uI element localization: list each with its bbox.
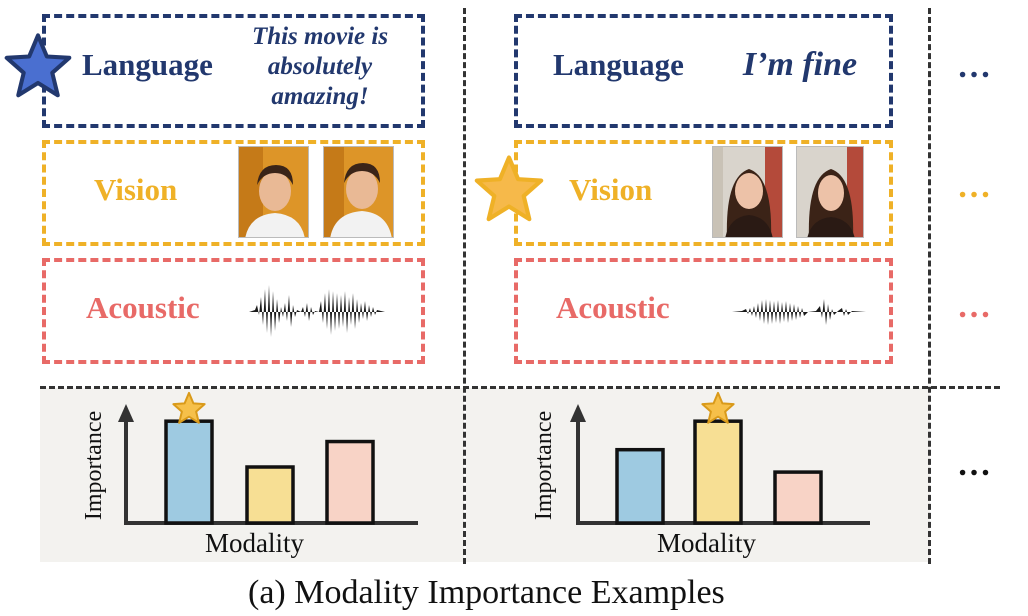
bar-language <box>164 419 214 525</box>
chart-x-axis-label: Modality <box>205 528 304 558</box>
bar-acoustic <box>773 470 823 525</box>
y-axis-arrow-icon <box>570 404 586 422</box>
language-quote: I’m fine <box>742 46 858 83</box>
importance-bar-chart <box>118 391 418 525</box>
panel-separator-vertical <box>463 8 466 564</box>
language-quote: This movie is absolutely amazing! <box>251 23 389 110</box>
ellipsis: … <box>957 168 993 205</box>
star-icon <box>172 391 206 424</box>
figure-caption: (a) Modality Importance Examples <box>248 574 725 611</box>
importance-bar-chart <box>570 391 870 525</box>
face-frame-image <box>796 146 864 238</box>
acoustic-box <box>514 258 893 364</box>
vision-label: Vision <box>569 172 653 207</box>
bar-vision <box>245 465 295 525</box>
language-box <box>514 14 893 128</box>
vision-label: Vision <box>94 172 178 207</box>
face-frame-image <box>238 146 309 238</box>
waveform-icon <box>732 299 866 325</box>
star-icon <box>4 33 72 98</box>
acoustic-box <box>42 258 425 364</box>
chart-y-axis-label: Importance <box>531 410 558 521</box>
bar-language <box>615 447 665 525</box>
vision-box <box>42 140 425 246</box>
acoustic-label: Acoustic <box>556 290 670 325</box>
y-axis-arrow-icon <box>118 404 134 422</box>
bar-vision <box>693 419 743 525</box>
language-label: Language <box>82 47 213 82</box>
acoustic-label: Acoustic <box>86 290 200 325</box>
panel-separator-vertical-right <box>928 8 931 564</box>
ellipsis: … <box>957 48 993 85</box>
waveform-icon <box>249 285 385 337</box>
language-label: Language <box>553 47 684 82</box>
ellipsis: … <box>957 288 993 325</box>
face-frame-image <box>712 146 783 238</box>
chart-y-axis-label: Importance <box>81 410 108 521</box>
star-icon <box>474 155 544 222</box>
chart-x-axis-label: Modality <box>657 528 756 558</box>
face-frame-image <box>323 146 394 238</box>
ellipsis: … <box>957 446 993 483</box>
star-icon <box>701 391 735 424</box>
chart-separator-horizontal <box>40 386 1000 389</box>
bar-acoustic <box>325 439 375 525</box>
